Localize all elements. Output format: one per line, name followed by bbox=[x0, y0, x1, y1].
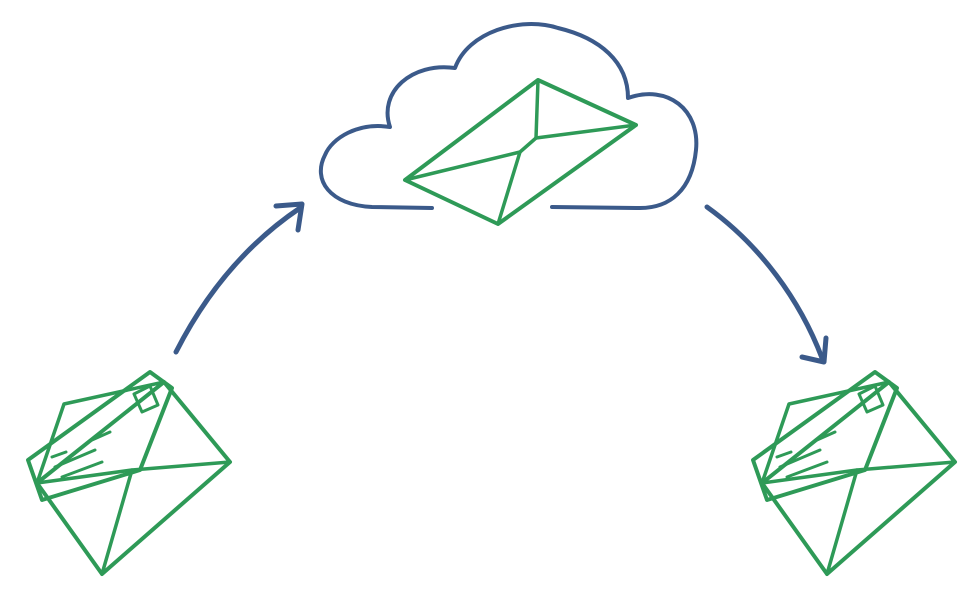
curved-arrow-icon bbox=[704, 204, 825, 361]
sender-open-envelope bbox=[26, 370, 232, 576]
curved-arrow-icon bbox=[173, 205, 303, 355]
open-envelope-with-letter-icon bbox=[751, 370, 957, 576]
cloud-server-node bbox=[318, 22, 699, 226]
arrow-sender-to-cloud bbox=[173, 201, 305, 355]
arrow-cloud-to-recipient bbox=[704, 204, 829, 365]
envelope-icon bbox=[403, 78, 638, 226]
open-envelope-with-letter-icon bbox=[26, 370, 232, 576]
cloud-icon bbox=[318, 22, 699, 210]
recipient-open-envelope bbox=[751, 370, 957, 576]
